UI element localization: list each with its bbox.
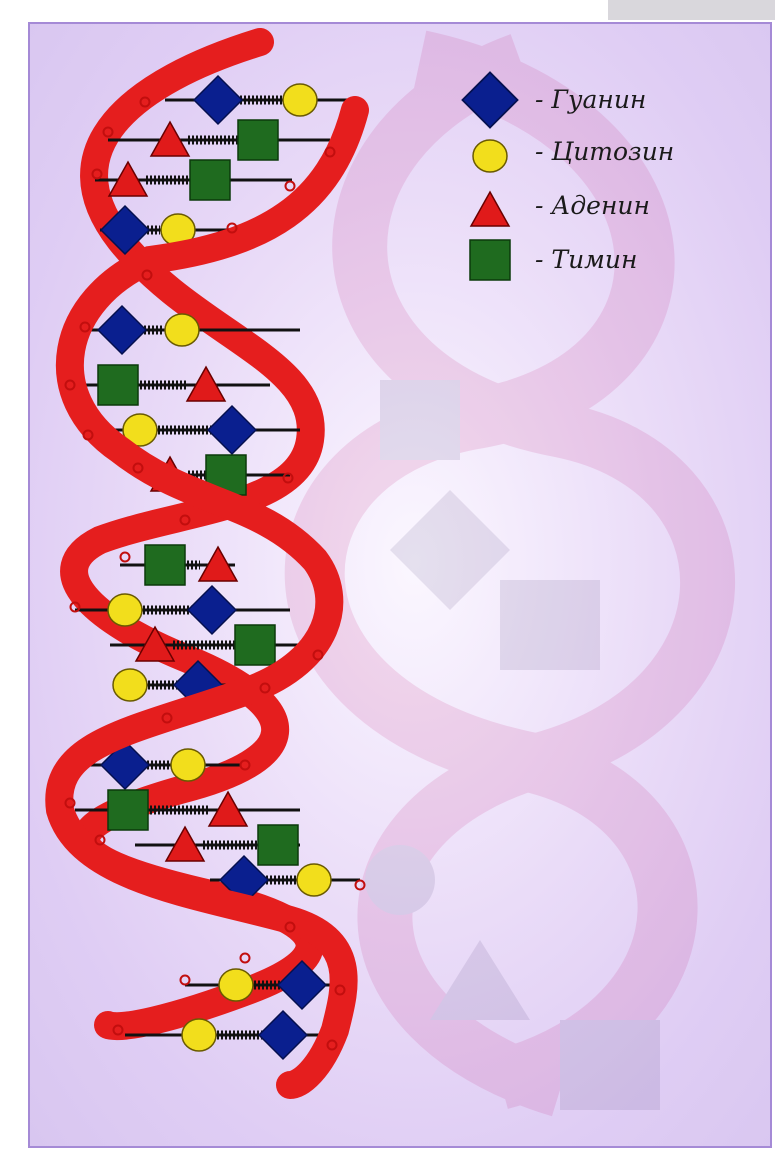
guanine-diamond-icon xyxy=(208,406,256,454)
base-pair xyxy=(135,825,300,865)
thymine-square-icon xyxy=(238,120,278,160)
base-pair xyxy=(108,120,330,160)
cytosine-circle-icon xyxy=(182,1019,216,1051)
legend-item-thymine: - Тимин xyxy=(470,240,637,280)
legend-label-thymine: - Тимин xyxy=(535,245,637,274)
legend-label-guanine: - Гуанин xyxy=(535,85,646,114)
thymine-square-icon xyxy=(470,240,510,280)
legend-label-adenine: - Аденин xyxy=(535,191,650,220)
cytosine-circle-icon xyxy=(108,594,142,626)
strand-dot xyxy=(286,182,295,191)
guanine-diamond-icon xyxy=(259,1011,307,1059)
thymine-square-icon xyxy=(235,625,275,665)
strand-dot xyxy=(241,954,250,963)
guanine-diamond-icon xyxy=(194,76,242,124)
cytosine-circle-icon xyxy=(113,669,147,701)
strand-dot xyxy=(121,553,130,562)
legend-label-cytosine: - Цитозин xyxy=(535,137,674,166)
cytosine-circle-icon xyxy=(283,84,317,116)
guanine-diamond-icon xyxy=(188,586,236,634)
cytosine-circle-icon xyxy=(219,969,253,1001)
cytosine-circle-icon xyxy=(297,864,331,896)
base-pair xyxy=(95,160,292,200)
strand-dot xyxy=(181,976,190,985)
base-pair xyxy=(65,365,270,405)
cytosine-circle-icon xyxy=(171,749,205,781)
adenine-triangle-icon xyxy=(471,192,509,226)
thymine-square-icon xyxy=(98,365,138,405)
thymine-square-icon xyxy=(145,545,185,585)
thymine-square-icon xyxy=(190,160,230,200)
base-pair xyxy=(120,545,237,585)
cytosine-circle-icon xyxy=(473,140,507,172)
thymine-square-icon xyxy=(258,825,298,865)
thymine-square-icon xyxy=(108,790,148,830)
guanine-diamond-icon xyxy=(98,306,146,354)
base-pair xyxy=(165,76,358,124)
cytosine-circle-icon xyxy=(165,314,199,346)
